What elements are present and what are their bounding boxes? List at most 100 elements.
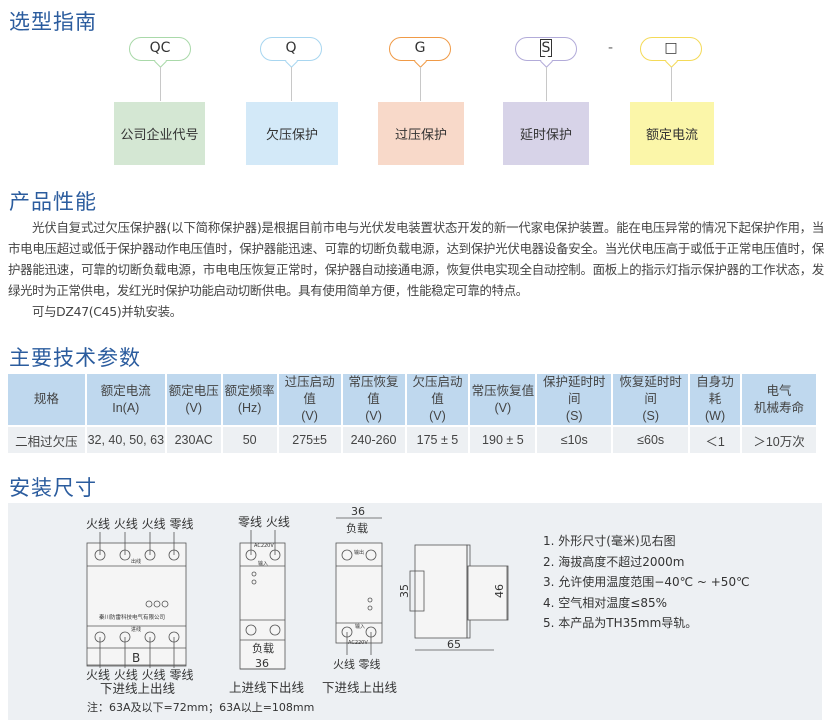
- table-cell: 175 ± 5: [405, 425, 471, 453]
- table-header-cell: 常压恢复值 (V): [341, 374, 407, 426]
- code-bubble-current: □: [640, 37, 702, 61]
- header-text: 额定频率: [224, 383, 275, 398]
- code-bubble-delay: S: [515, 37, 577, 61]
- header-text: 自身功耗: [696, 375, 734, 406]
- header-text: 保护延时时间: [543, 375, 606, 406]
- table-header-cell: 额定频率 (Hz): [221, 374, 279, 426]
- code-bubble-undervoltage: Q: [260, 37, 322, 61]
- code-bubble-overvoltage: G: [389, 37, 451, 61]
- header-text: (Hz): [237, 400, 262, 415]
- label-box-undervoltage: 欠压保护: [246, 102, 338, 165]
- code-dash: -: [608, 40, 614, 56]
- d1-caption: 下进线上出线: [100, 681, 176, 696]
- header-text: In(A): [112, 400, 140, 415]
- d2-caption: 上进线下出线: [229, 680, 305, 695]
- label-box-delay: 延时保护: [503, 102, 589, 165]
- header-text: (V): [185, 400, 203, 415]
- connector-line: [160, 67, 161, 101]
- table-header-row: 规格 额定电流 In(A) 额定电压 (V) 额定频率 (Hz) 过压启动值 (V) 常压恢复值 (…: [8, 374, 818, 426]
- table-cell: 二相过欠压: [8, 425, 87, 453]
- header-text: (S): [565, 409, 583, 423]
- table-cell: 240-260: [341, 425, 407, 453]
- table-header-cell: 常压恢复值 (V): [469, 374, 538, 426]
- code-bubble-company: QC: [129, 37, 191, 61]
- dimension-35: 35: [398, 584, 411, 598]
- d2-in-label: 输入: [258, 560, 268, 567]
- table-cell: 32, 40, 50, 63: [85, 425, 167, 453]
- specs-table: 规格 额定电流 In(A) 额定电压 (V) 额定频率 (Hz) 过压启动值 (V) 常压恢复值 (…: [8, 374, 818, 453]
- table-header-cell: 电气机械寿命: [741, 374, 818, 426]
- size-note: 注：63A及以下=72mm；63A以上=108mm: [87, 700, 314, 714]
- connector-line: [671, 67, 672, 101]
- d1-bottom-labels: 火线 火线 火线 零线: [86, 668, 193, 682]
- header-text: (V): [365, 409, 382, 423]
- d1-company-label: 秦川防雷科技电气有限公司: [99, 613, 165, 621]
- header-text: 常压恢复值: [471, 383, 535, 398]
- header-text: 恢复延时时间: [619, 375, 682, 406]
- header-text: (V): [301, 409, 318, 423]
- d3-caption: 下进线上出线: [322, 680, 398, 695]
- connector-line: [291, 67, 292, 101]
- two-pole-bottom-in-drawing: 36 负载 输出 输入 AC220V 火线 零线 下进线上出线: [322, 505, 398, 695]
- table-header-cell: 自身功耗(W): [689, 374, 743, 426]
- selection-guide-title: 选型指南: [9, 10, 97, 34]
- performance-paragraph: 光伏自复式过欠压保护器(以下简称保护器)是根据目前市电与光伏发电装置状态开发的新…: [8, 220, 824, 298]
- table-cell: ＜1: [689, 425, 743, 453]
- d2-ac-label: AC220V: [254, 543, 274, 549]
- d1-top-labels: 火线 火线 火线 零线: [86, 517, 193, 531]
- header-text: (V): [494, 400, 512, 415]
- d3-out-label: 输出: [354, 549, 364, 556]
- d3-bottom-labels: 火线 零线: [333, 657, 381, 671]
- d2-load-label: 负载: [252, 641, 274, 655]
- label-box-current: 额定电流: [630, 102, 714, 165]
- header-text: 规格: [33, 392, 59, 406]
- header-text: 欠压启动值: [412, 375, 463, 406]
- label-box-company: 公司企业代号: [114, 102, 205, 165]
- side-view-drawing: 35 46 65: [398, 544, 509, 651]
- d3-ac-label: AC220V: [348, 640, 368, 646]
- two-pole-top-in-drawing: 零线 火线 AC220V 输入 负载 36 上进线下出线: [229, 515, 305, 695]
- dimension-46: 46: [493, 584, 506, 598]
- table-header-cell: 过压启动值 (V): [277, 374, 343, 426]
- d1-dimension-b: B: [132, 651, 140, 665]
- table-cell: ≤10s: [536, 425, 614, 453]
- performance-description: 光伏自复式过欠压保护器(以下简称保护器)是根据目前市电与光伏发电装置状态开发的新…: [8, 217, 824, 322]
- table-header-cell: 规格: [8, 374, 87, 426]
- header-text: 额定电压: [168, 383, 219, 398]
- header-text: 常压恢复值: [348, 375, 399, 406]
- table-header-cell: 额定电流 In(A): [85, 374, 167, 426]
- table-cell: ≤60s: [612, 425, 691, 453]
- d1-out-label: 出线: [131, 558, 141, 565]
- note-item: 3. 允许使用温度范围−40℃ ~ +50℃: [543, 575, 750, 589]
- header-text: 机械寿命: [754, 400, 805, 415]
- header-text: (S): [642, 409, 659, 423]
- label-box-overvoltage: 过压保护: [378, 102, 464, 165]
- header-text: 过压启动值: [284, 375, 335, 406]
- four-pole-device-drawing: 火线 火线 火线 零线 出线 进线 秦川防雷科技电气有限公司 B 火线 火线 火…: [86, 517, 193, 696]
- connector-line: [546, 67, 547, 101]
- note-item: 2. 海拔高度不超过2000m: [543, 554, 685, 569]
- d3-load-label: 负载: [346, 521, 368, 535]
- d2-dimension: 36: [255, 657, 269, 670]
- note-item: 1. 外形尺寸(毫米)见右图: [543, 534, 676, 548]
- specs-title: 主要技术参数: [9, 346, 141, 370]
- table-header-cell: 恢复延时时间 (S): [612, 374, 691, 426]
- d3-dimension: 36: [351, 505, 365, 518]
- table-header-cell: 保护延时时间 (S): [536, 374, 614, 426]
- dimension-65: 65: [447, 638, 461, 651]
- header-text: (V): [429, 409, 446, 423]
- table-cell: 230AC: [165, 425, 223, 453]
- install-title: 安装尺寸: [9, 476, 97, 500]
- note-item: 4. 空气相对温度≤85%: [543, 595, 667, 610]
- install-notes: 1. 外形尺寸(毫米)见右图 2. 海拔高度不超过2000m 3. 允许使用温度…: [543, 531, 750, 634]
- table-header-cell: 欠压启动值 (V): [405, 374, 471, 426]
- table-cell: 50: [221, 425, 279, 453]
- code-delay: S: [539, 39, 553, 57]
- table-header-cell: 额定电压 (V): [165, 374, 223, 426]
- header-text: 额定电流: [100, 383, 151, 398]
- header-text: 电气: [766, 383, 792, 398]
- table-cell: 275±5: [277, 425, 343, 453]
- performance-title: 产品性能: [9, 190, 97, 214]
